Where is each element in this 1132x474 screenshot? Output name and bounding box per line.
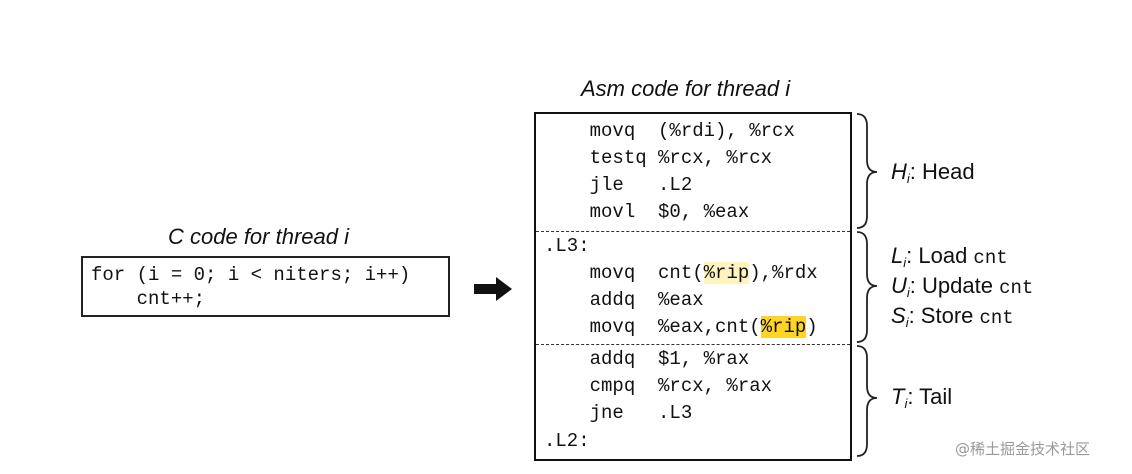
asm-line-store: movq %eax,cnt(%rip) [544, 316, 818, 338]
highlighted-register-rip-2: %rip [760, 316, 807, 338]
section-divider-1 [536, 231, 850, 232]
label-head: Hi: Head [891, 159, 975, 186]
asm-line-tail-3: jne .L3 [544, 402, 693, 424]
asm-line-update: addq %eax [544, 289, 704, 311]
brace-head [856, 113, 878, 229]
asm-line-head-3: jle .L2 [544, 174, 693, 196]
c-code-box: for (i = 0; i < niters; i++) cnt++; [81, 256, 450, 317]
label-store: Si: Store cnt [891, 303, 1014, 330]
asm-label-l2: .L2: [544, 430, 590, 452]
label-tail: Ti: Tail [891, 384, 953, 411]
c-code-caption: C code for thread i [168, 224, 349, 249]
asm-line-load: movq cnt(%rip),%rdx [544, 262, 818, 284]
asm-store-part-1: movq %eax,cnt( [544, 316, 761, 338]
right-arrow-icon [474, 277, 512, 301]
brace-tail [856, 345, 878, 457]
c-code-line-1: for (i = 0; i < niters; i++) [91, 264, 411, 286]
asm-line-tail-1: addq $1, %rax [544, 348, 750, 370]
asm-store-part-2: ) [806, 316, 818, 338]
asm-load-part-1: movq cnt( [544, 262, 704, 284]
watermark: @稀土掘金技术社区 [955, 440, 1091, 458]
section-divider-2 [536, 344, 850, 345]
label-load: Li: Load cnt [891, 243, 1008, 270]
asm-line-tail-2: cmpq %rcx, %rax [544, 375, 773, 397]
asm-label-l3: .L3: [544, 235, 590, 257]
c-code-line-2: cnt++; [91, 288, 206, 310]
asm-load-part-2: ),%rdx [749, 262, 818, 284]
brace-body [856, 231, 878, 343]
label-update: Ui: Update cnt [891, 273, 1034, 300]
asm-code-caption: Asm code for thread i [581, 76, 791, 101]
asm-code-box: movq (%rdi), %rcx testq %rcx, %rcx jle .… [534, 112, 852, 461]
highlighted-register-rip-1: %rip [703, 262, 750, 284]
asm-line-head-2: testq %rcx, %rcx [544, 147, 773, 169]
section-braces [856, 113, 878, 457]
asm-line-head-4: movl $0, %eax [544, 201, 750, 223]
asm-line-head-1: movq (%rdi), %rcx [544, 120, 795, 142]
